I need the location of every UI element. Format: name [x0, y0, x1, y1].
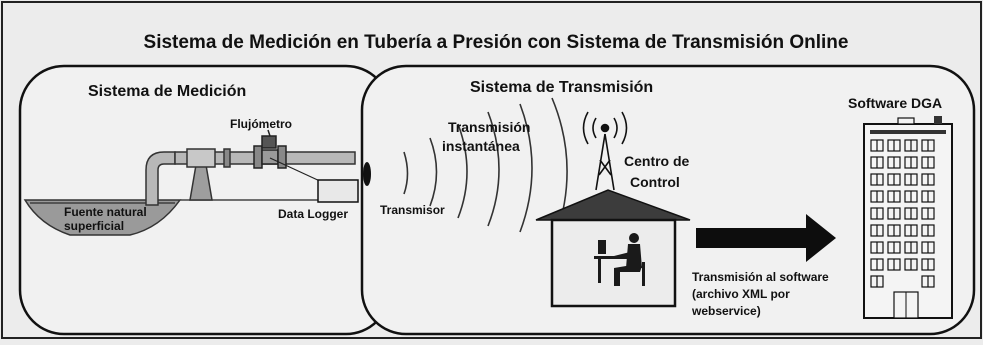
transmission-panel [360, 64, 976, 336]
antenna-tower-icon [582, 111, 628, 191]
transmission-heading: Sistema de Transmisión [470, 79, 653, 96]
transmitter-label: Transmisor [380, 203, 445, 217]
measurement-heading: Sistema de Medición [88, 83, 246, 100]
transmitter-icon [363, 162, 371, 186]
meter-cable [269, 157, 323, 183]
arrow-right-icon [696, 214, 836, 262]
source-label-line2: superficial [64, 219, 124, 233]
software-transfer-line2: (archivo XML por [692, 287, 790, 301]
control-label-line1: Centro de [624, 153, 690, 169]
radio-waves [403, 97, 568, 237]
source-label-line1: Fuente natural [64, 205, 147, 219]
data-logger-label: Data Logger [278, 207, 348, 221]
office-building-icon [863, 116, 953, 319]
data-logger-icon [317, 179, 359, 203]
control-label-line2: Control [630, 174, 680, 190]
diagram-title: Sistema de Medición en Tubería a Presión… [144, 32, 849, 53]
person-at-computer-icon [594, 233, 645, 286]
software-transfer-line3: webservice) [691, 304, 761, 318]
instant-label-line2: instantánea [442, 138, 520, 154]
flowmeter-label: Flujómetro [230, 117, 292, 131]
control-center-icon [535, 189, 691, 308]
software-transfer-line1: Transmisión al software [692, 270, 829, 284]
instant-label-line1: Transmisión [448, 119, 530, 135]
software-dga-heading: Software DGA [848, 95, 942, 111]
